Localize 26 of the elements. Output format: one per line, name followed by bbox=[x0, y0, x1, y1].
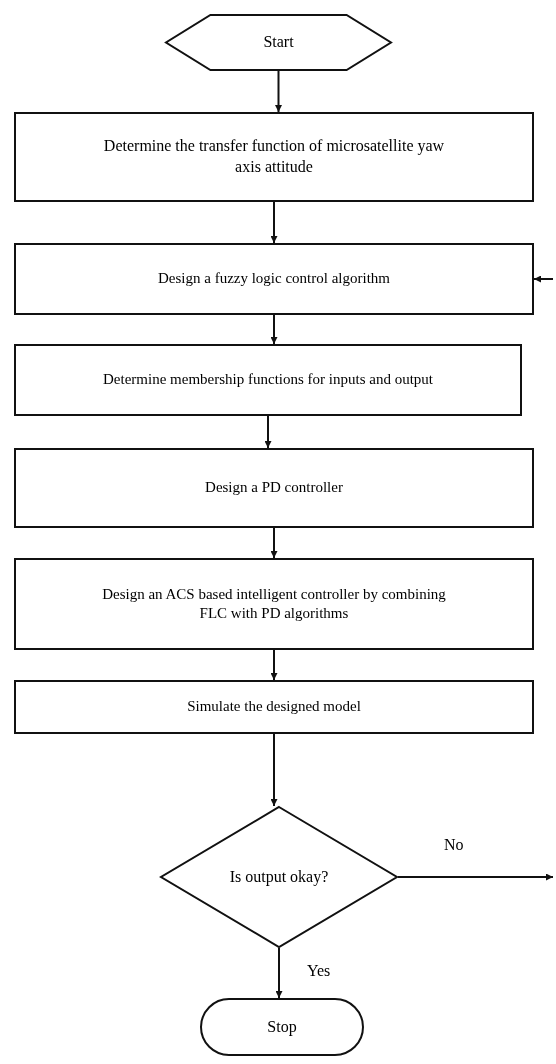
process-box bbox=[14, 243, 534, 315]
arrow bbox=[270, 649, 278, 681]
arrow bbox=[275, 70, 282, 113]
node-text: Stop bbox=[266, 1016, 298, 1038]
arrow bbox=[270, 314, 278, 345]
arrow bbox=[270, 527, 278, 559]
arrow bbox=[275, 947, 283, 999]
node-text: Design a fuzzy logic control algorithm bbox=[157, 269, 391, 289]
node-text: Is output okay? bbox=[228, 866, 330, 888]
arrow bbox=[533, 275, 554, 283]
process-box bbox=[14, 558, 534, 650]
terminal-box bbox=[200, 998, 364, 1056]
arrow bbox=[397, 873, 554, 881]
arrow bbox=[264, 415, 272, 449]
node-text: Determine membership functions for inputs and output bbox=[102, 370, 434, 390]
arrow bbox=[270, 733, 278, 807]
process-box bbox=[14, 344, 522, 416]
node-text: Design a PD controller bbox=[204, 478, 344, 498]
node-text: Simulate the designed model bbox=[186, 697, 362, 717]
node-text: Determine the transfer function of microsatellite yaw axis attitude bbox=[102, 136, 446, 177]
process-box bbox=[14, 680, 534, 734]
node-text: Design an ACS based intelligent controller by combining FLC with PD algorithms bbox=[101, 584, 447, 623]
arrow bbox=[270, 201, 278, 244]
process-box bbox=[14, 448, 534, 528]
process-box bbox=[14, 112, 534, 202]
node-text: Start bbox=[262, 32, 295, 53]
